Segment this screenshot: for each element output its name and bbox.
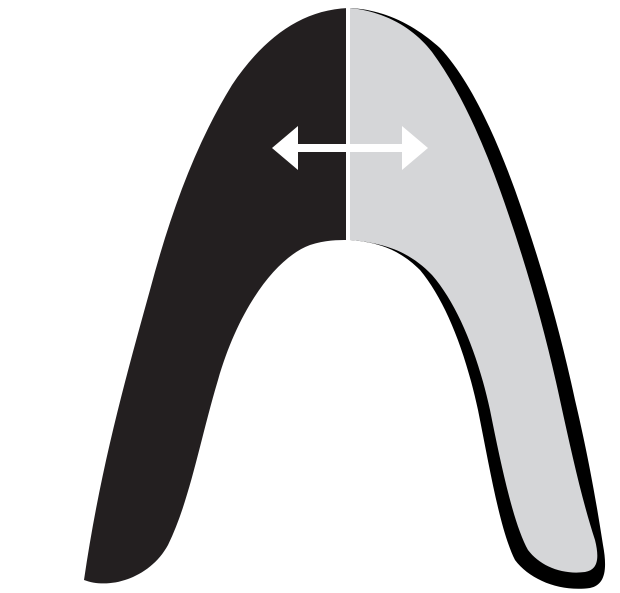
left-half bbox=[84, 8, 348, 583]
right-half bbox=[350, 8, 597, 573]
